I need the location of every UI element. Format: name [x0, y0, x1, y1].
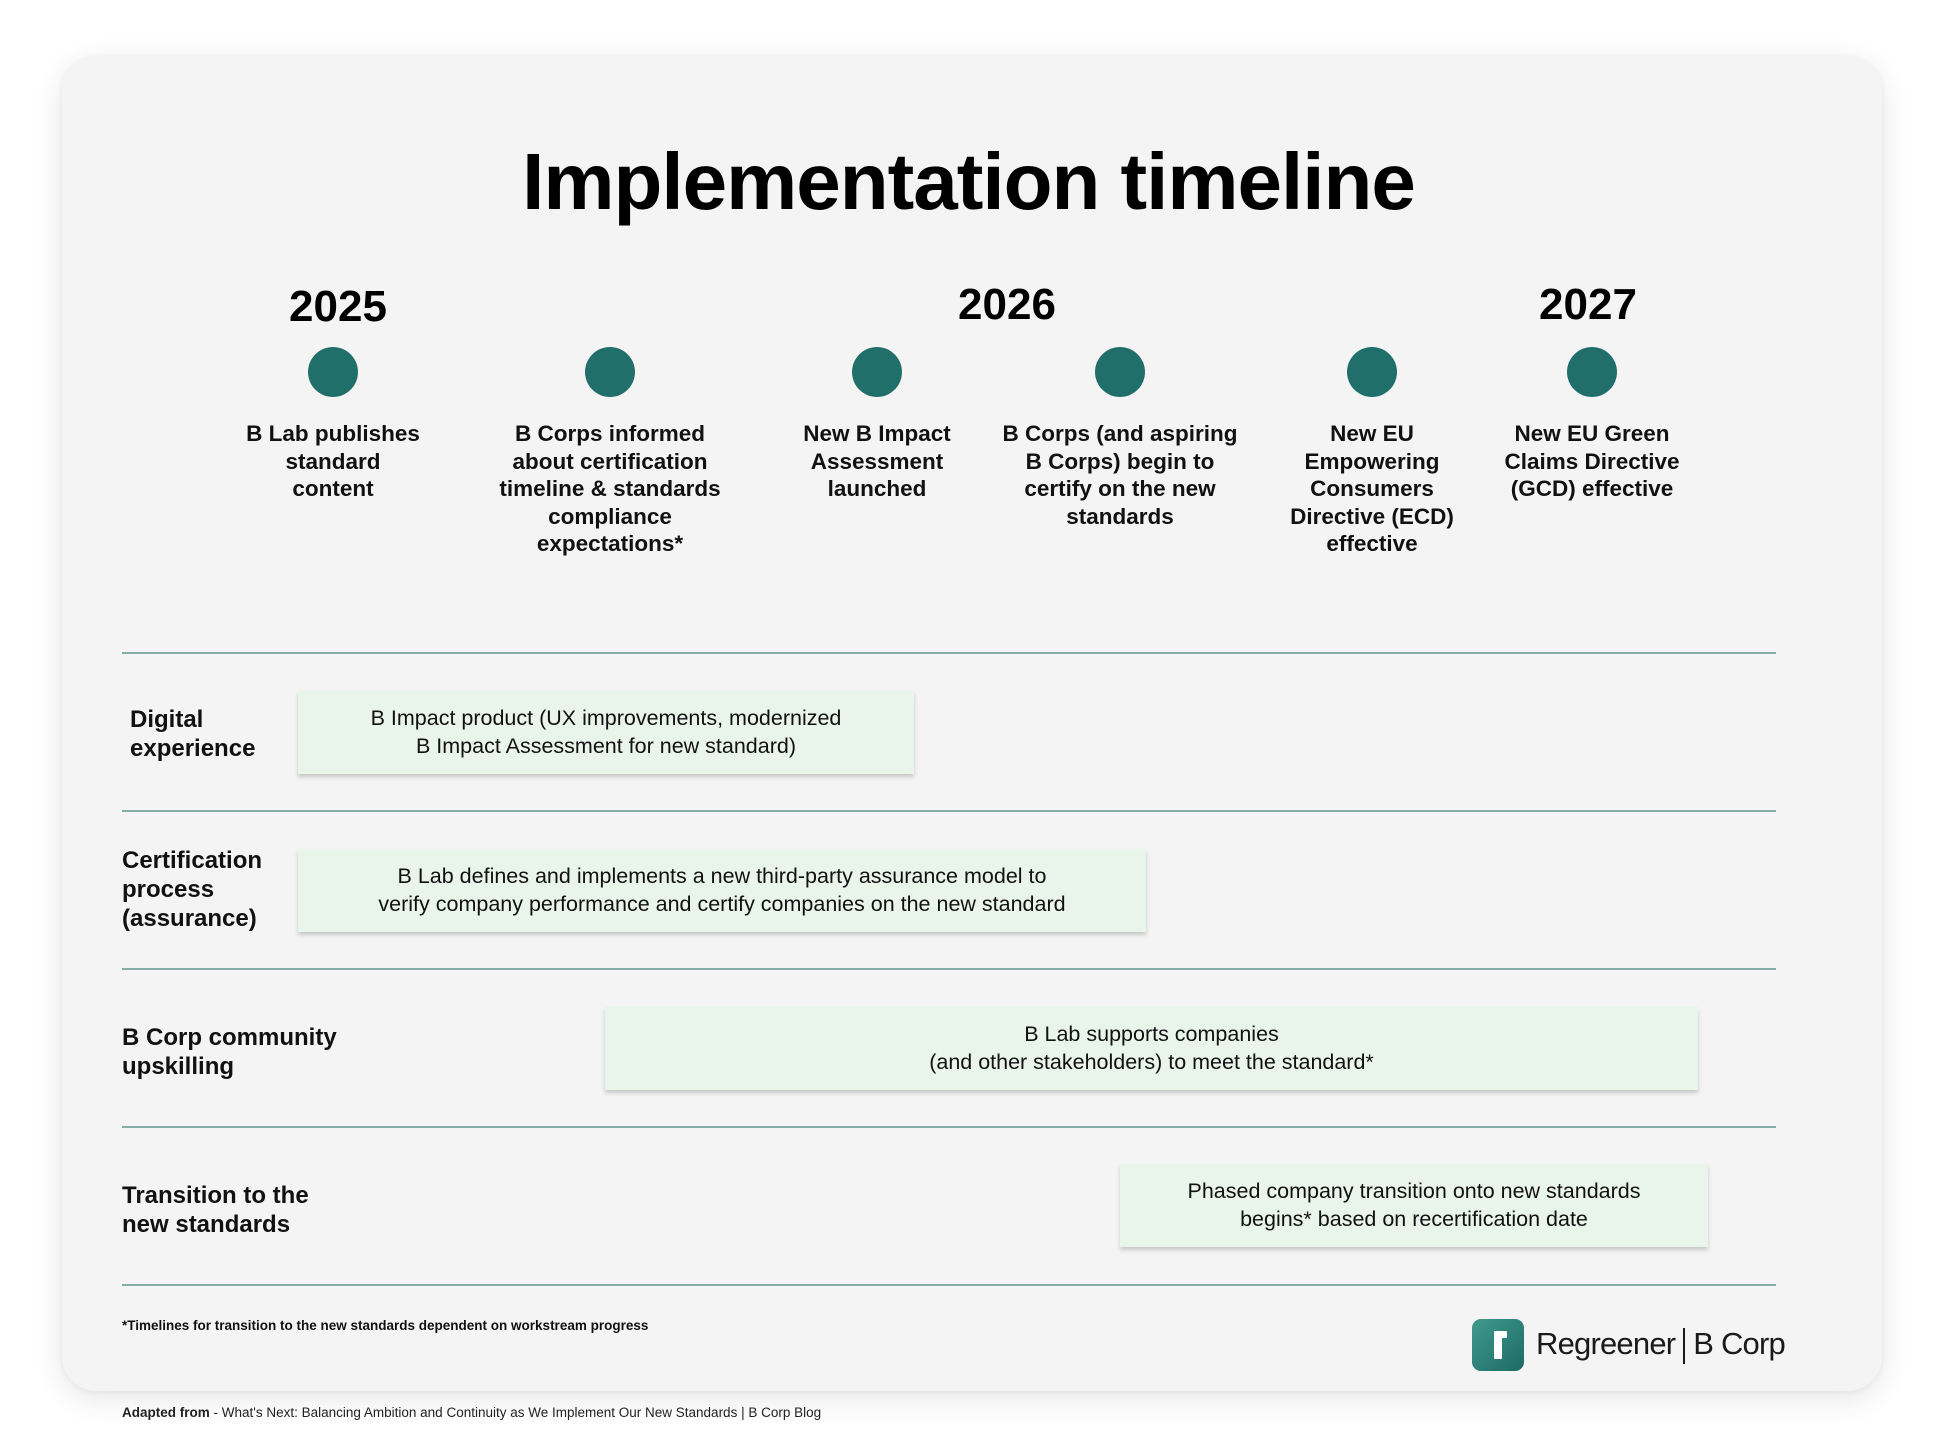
- source-attribution: Adapted from - What's Next: Balancing Am…: [122, 1405, 821, 1420]
- year-label-2026: 2026: [958, 280, 1056, 329]
- milestone-text: New EU Green Claims Directive (GCD) effe…: [1504, 421, 1680, 501]
- milestone-text: New EU Empowering Consumers Directive (E…: [1290, 421, 1454, 556]
- workstream-bar-transition: Phased company transition onto new stand…: [1120, 1164, 1708, 1247]
- milestone-dot: [1567, 347, 1617, 397]
- divider: [122, 810, 1776, 812]
- footnote: *Timelines for transition to the new sta…: [122, 1318, 649, 1333]
- divider: [122, 968, 1776, 970]
- divider: [122, 1284, 1776, 1286]
- regreener-logo-icon: [1472, 1319, 1524, 1371]
- year-label-2027: 2027: [1539, 280, 1637, 329]
- workstream-label-community-upskilling: B Corp community upskilling: [122, 1024, 337, 1080]
- workstream-bar-digital-experience: B Impact product (UX improvements, moder…: [298, 691, 914, 774]
- milestone-dot: [852, 347, 902, 397]
- workstream-label-transition: Transition to the new standards: [122, 1182, 309, 1238]
- source-text: - What's Next: Balancing Ambition and Co…: [209, 1405, 822, 1420]
- milestone-dot: [585, 347, 635, 397]
- year-label-2025: 2025: [289, 282, 387, 331]
- logo-wordmark: Regreener B Corp: [1536, 1326, 1786, 1364]
- regreener-bcorp-logo: Regreener B Corp: [1472, 1318, 1786, 1372]
- logo-brand: Regreener: [1536, 1326, 1676, 1362]
- milestone-text: New B Impact Assessment launched: [803, 421, 951, 501]
- milestone-dot: [1095, 347, 1145, 397]
- divider: [122, 652, 1776, 654]
- milestone-dot: [1347, 347, 1397, 397]
- logo-partner: B Corp: [1693, 1326, 1785, 1362]
- logo-separator: [1683, 1327, 1686, 1364]
- workstream-label-certification-process: Certification process (assurance): [122, 847, 263, 932]
- milestone-dot: [308, 347, 358, 397]
- milestone-text: B Corps (and aspiring B Corps) begin to …: [1002, 421, 1238, 529]
- divider: [122, 1126, 1776, 1128]
- workstream-bar-certification-process: B Lab defines and implements a new third…: [298, 849, 1146, 932]
- milestone-text: B Lab publishes standard content: [246, 421, 420, 501]
- page-title: Implementation timeline: [522, 137, 1416, 226]
- workstream-bar-community-upskilling: B Lab supports companies (and other stak…: [605, 1007, 1698, 1090]
- source-prefix: Adapted from: [122, 1405, 210, 1420]
- workstream-label-digital-experience: Digital experience: [130, 706, 256, 762]
- milestone-text: B Corps informed about certification tim…: [499, 421, 721, 556]
